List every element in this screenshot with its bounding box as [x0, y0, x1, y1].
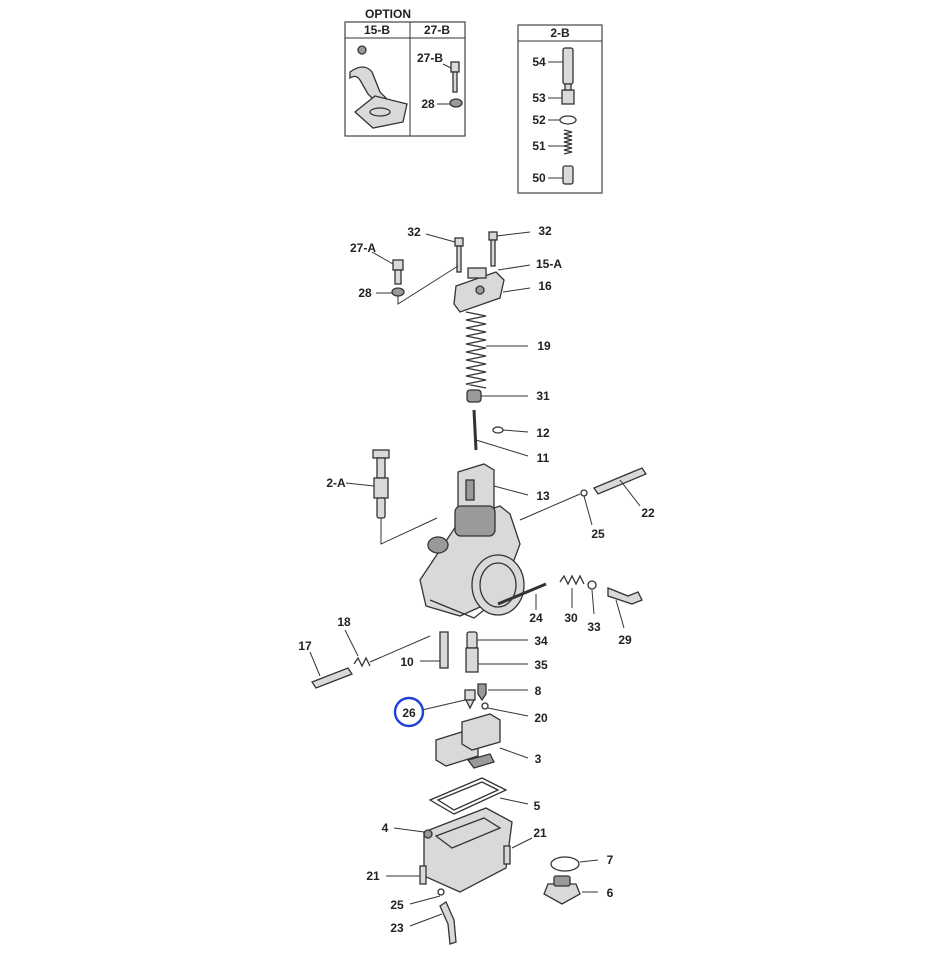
label-13: 13	[536, 489, 550, 503]
part-21-right-screw	[503, 837, 533, 865]
label-17: 17	[298, 639, 312, 653]
part-24-rod	[497, 582, 547, 610]
box-2b-header: 2-B	[550, 26, 570, 40]
part-35-jet-holder	[465, 647, 528, 673]
box-2b-frame	[517, 24, 603, 194]
part-33-washer	[587, 580, 597, 615]
part-23-drain-tube	[409, 901, 457, 945]
option-box: OPTION 15-B 27-B 27-B 28	[344, 7, 466, 137]
label-29: 29	[618, 633, 632, 647]
part-28-option-washer-drawing	[437, 98, 463, 108]
box-2b: 2-B 54 53 52 51 50	[517, 24, 603, 194]
label-23: 23	[390, 921, 404, 935]
part-32-right-screw	[488, 231, 531, 267]
part-20-pin	[481, 702, 529, 717]
highlighted-callout-26: 26	[393, 696, 425, 728]
part-26-main-jet	[421, 689, 476, 711]
label-10: 10	[400, 655, 414, 669]
label-27a: 27-A	[350, 241, 376, 255]
part-52-drawing	[548, 115, 577, 125]
label-8: 8	[535, 684, 542, 698]
part-27b-screw-drawing	[442, 61, 460, 93]
part-25-bottom-plug	[409, 888, 445, 905]
label-27b: 27-B	[417, 51, 443, 65]
label-53: 53	[532, 91, 546, 105]
part-12-clip	[492, 426, 529, 434]
label-51: 51	[532, 139, 546, 153]
part-11-needle	[472, 409, 529, 457]
highlight-ring	[393, 696, 425, 728]
label-19: 19	[537, 339, 551, 353]
label-35: 35	[534, 658, 548, 672]
label-33: 33	[587, 620, 601, 634]
part-30-spring	[559, 574, 585, 608]
label-16: 16	[538, 279, 552, 293]
part-29-idle-screw	[607, 587, 643, 629]
label-54: 54	[532, 55, 546, 69]
part-2a-choke-plunger	[345, 449, 438, 545]
label-15a: 15-A	[536, 257, 562, 271]
label-21-right: 21	[533, 826, 547, 840]
label-3: 3	[535, 752, 542, 766]
part-34-needle-jet	[466, 631, 528, 649]
part-3-float	[435, 713, 529, 769]
label-28: 28	[358, 286, 372, 300]
label-25-top: 25	[591, 527, 605, 541]
part-6-drain-plug	[543, 875, 598, 905]
part-7-o-ring	[550, 856, 599, 872]
part-19-spring	[465, 311, 528, 389]
part-15b-cover-drawing	[349, 45, 408, 129]
part-18-spring	[344, 629, 371, 668]
option-box-right-header: 27-B	[424, 23, 450, 37]
label-6: 6	[607, 886, 614, 900]
label-22: 22	[641, 506, 655, 520]
label-30: 30	[564, 611, 578, 625]
label-4: 4	[382, 821, 389, 835]
part-51-drawing	[548, 129, 573, 155]
part-32-left-screw	[425, 233, 464, 273]
part-5-gasket	[428, 777, 529, 815]
part-50-drawing	[548, 165, 574, 185]
option-box-left-header: 15-B	[364, 23, 390, 37]
part-22-cable-adjuster	[593, 467, 647, 507]
part-31-retainer	[466, 389, 528, 403]
label-5: 5	[534, 799, 541, 813]
part-8-float-valve	[477, 683, 528, 702]
part-27a-screw	[371, 251, 404, 285]
part-53-drawing	[548, 83, 575, 105]
label-50: 50	[532, 171, 546, 185]
part-28-washer	[376, 265, 459, 305]
label-52: 52	[532, 113, 546, 127]
label-32-left: 32	[407, 225, 421, 239]
carburetor-main-body	[419, 493, 581, 619]
label-25-bottom: 25	[390, 898, 404, 912]
part-25-top-plug	[580, 489, 593, 526]
label-18: 18	[337, 615, 351, 629]
part-17-air-screw	[309, 635, 431, 689]
label-12: 12	[536, 426, 550, 440]
label-28-option: 28	[421, 97, 435, 111]
part-15a-16-cap	[453, 264, 531, 313]
label-34: 34	[534, 634, 548, 648]
option-title: OPTION	[365, 7, 411, 21]
label-26-highlighted: 26	[402, 706, 416, 720]
label-20: 20	[534, 711, 548, 725]
label-11: 11	[537, 451, 550, 465]
label-32-right: 32	[538, 224, 552, 238]
label-31: 31	[536, 389, 550, 403]
label-2a: 2-A	[326, 476, 346, 490]
label-21-left: 21	[366, 869, 380, 883]
part-21-left-screw	[386, 865, 427, 885]
part-10-pilot-jet	[420, 631, 449, 669]
label-7: 7	[607, 853, 614, 867]
label-24: 24	[529, 611, 543, 625]
part-4-float-bowl	[393, 807, 513, 893]
